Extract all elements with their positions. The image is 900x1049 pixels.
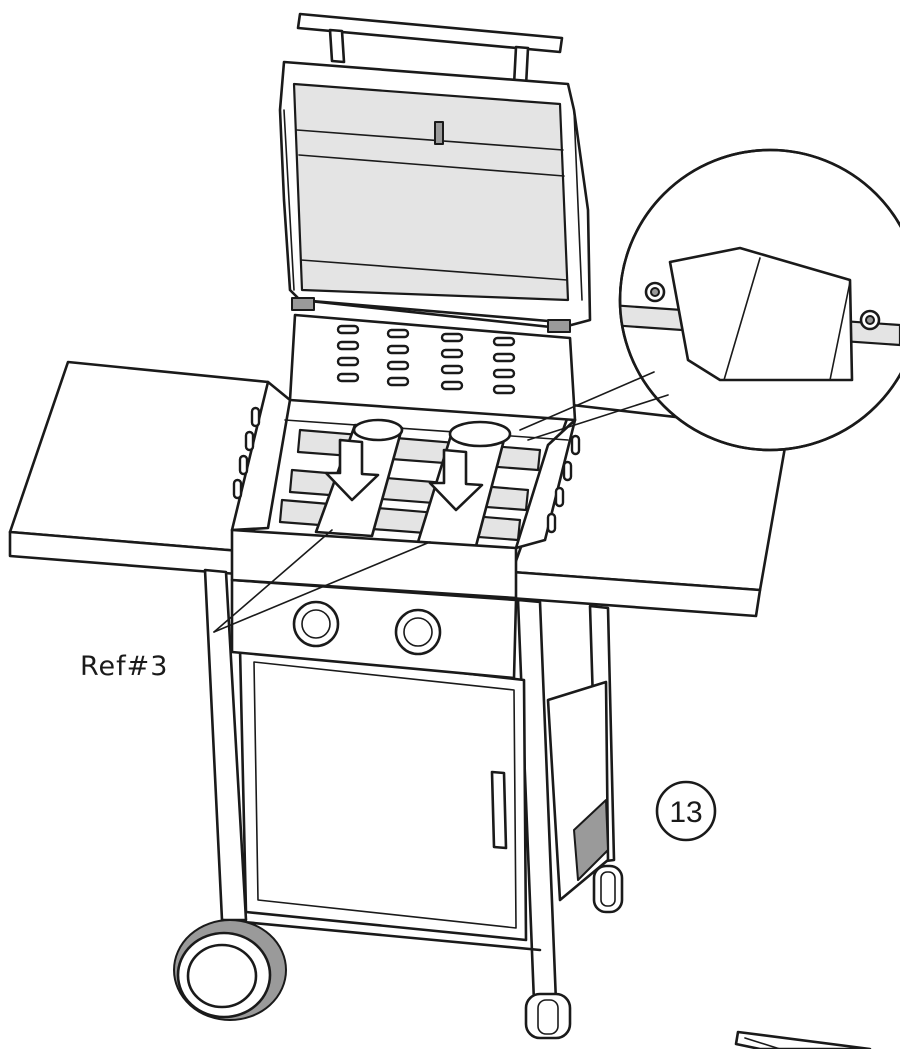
grill-lid [278,60,592,333]
cart-frame [203,568,616,1004]
partial-tool [734,1030,872,1049]
down-arrow-icon [428,448,484,512]
lid-handle [296,12,564,88]
rear-caster [592,864,624,914]
front-caster [524,992,572,1040]
down-arrow-icon [324,438,380,502]
callout-leader-lines [213,529,431,633]
step-number: 13 [669,796,702,829]
step-number-badge: 13 [655,780,717,842]
callout-label: Ref#3 [80,651,168,682]
control-panel [230,578,518,680]
cabinet [238,646,528,942]
detail-magnifier [519,148,900,452]
left-side-shelf [8,360,270,577]
vent-slots [336,324,516,395]
large-wheel [173,919,287,1021]
